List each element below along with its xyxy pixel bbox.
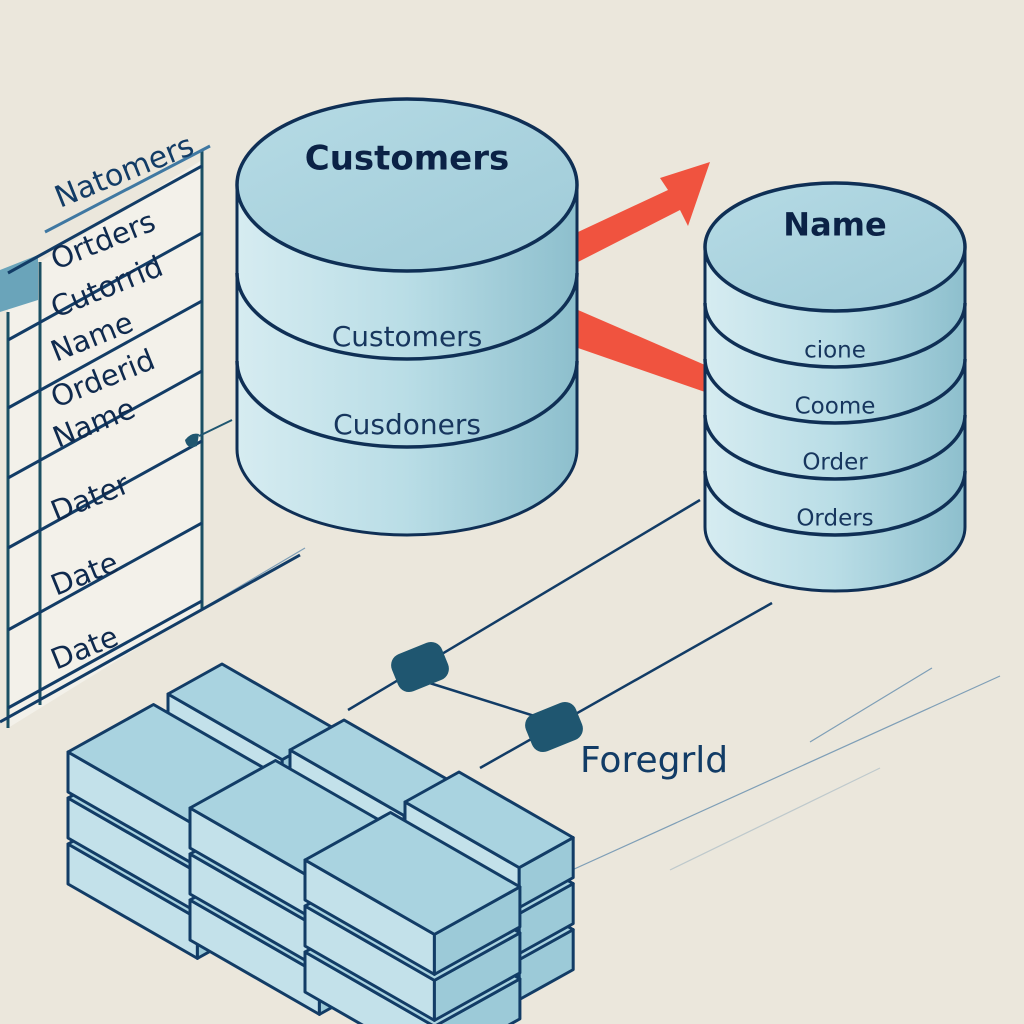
relation-arrows <box>578 162 710 392</box>
connector-node <box>525 701 583 753</box>
cylinder-body <box>703 245 967 593</box>
cylinder-layer-divider <box>703 358 967 425</box>
table-header-tab <box>0 255 38 312</box>
cylinder-top <box>703 181 967 313</box>
cylinder-top <box>235 97 579 273</box>
table-row-divider <box>7 299 203 410</box>
guide-line <box>809 667 933 743</box>
cylinder-layer-divider <box>703 414 967 481</box>
block-stack-3 <box>303 770 575 1024</box>
foreground-label: Foregrld <box>580 740 728 781</box>
guide-line <box>549 675 1001 881</box>
block-stacks <box>66 662 575 1024</box>
guide-line <box>669 767 881 871</box>
table-row-divider <box>7 164 203 275</box>
table-row-divider <box>7 521 203 632</box>
block-face-top <box>303 811 522 936</box>
cylinder-title: Name <box>783 205 886 243</box>
cylinder-layer-divider <box>235 272 579 361</box>
table-row-divider <box>7 369 203 480</box>
connector-dot <box>185 433 199 448</box>
cylinder-layer-label: Cusdoners <box>333 408 481 441</box>
arrow-connector <box>578 310 705 392</box>
cylinder-layer-divider <box>703 302 967 369</box>
cylinder-layer-label: cione <box>804 337 866 363</box>
block-face-top <box>403 770 575 870</box>
cylinder-layer-label: Orders <box>796 505 873 531</box>
cylinder-layer-label: Order <box>802 449 868 475</box>
cylinder-layer-divider <box>235 360 579 449</box>
table-row-divider <box>7 599 203 710</box>
connector-line <box>479 601 773 770</box>
cylinder-title: Customers <box>305 139 510 179</box>
arrow-up-right <box>578 162 710 262</box>
table-row-divider <box>7 231 203 342</box>
schema-table: NatomersOrtdersCutorridNameOrderidNameDa… <box>0 128 301 728</box>
connector-node <box>391 641 449 693</box>
cylinder-layer-label: Customers <box>332 320 483 353</box>
cylinder-layer-label: Coome <box>795 393 876 419</box>
table-row-divider <box>7 439 203 550</box>
cylinder-layer-divider <box>703 470 967 537</box>
